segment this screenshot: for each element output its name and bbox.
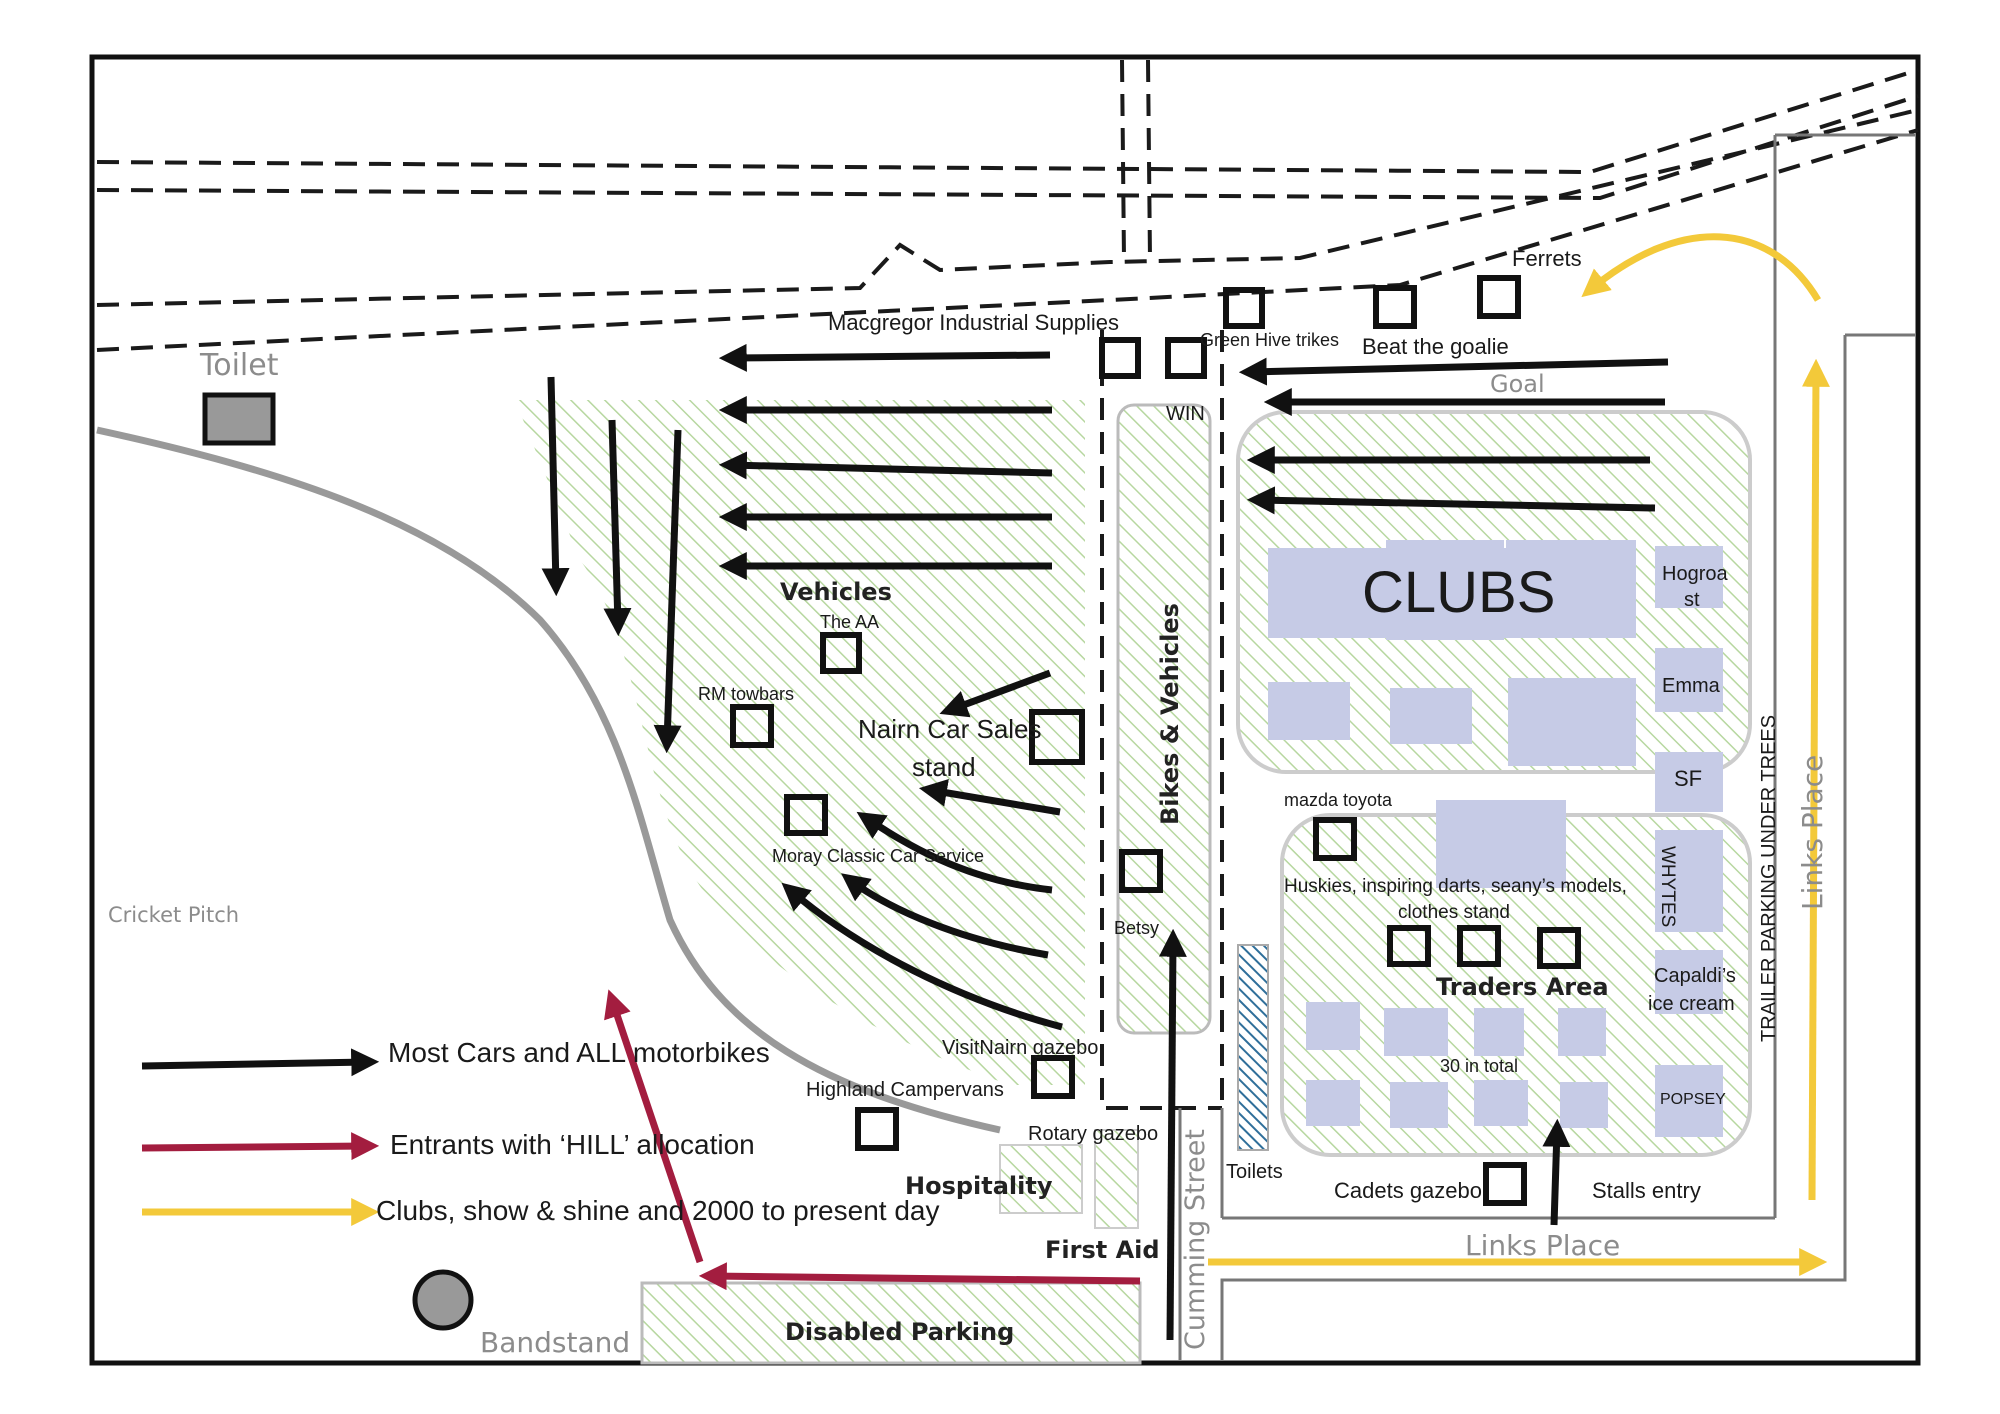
- hospitality-zone: [999, 1144, 1083, 1214]
- stand-sf: SF: [1674, 766, 1702, 791]
- stand-visitnairn: VisitNairn gazebo: [942, 1037, 1098, 1059]
- stand-hogroast: Hogroa: [1662, 563, 1728, 585]
- stand-macgregor: Macgregor Industrial Supplies: [828, 310, 1119, 335]
- stand-cadets: Cadets gazebo: [1334, 1178, 1482, 1203]
- vehicles-zone: [515, 400, 1085, 1085]
- links-place-label: Links Place: [1465, 1229, 1620, 1262]
- goal-label: Goal: [1490, 370, 1545, 398]
- stand-green-hive: Green Hive trikes: [1200, 330, 1339, 350]
- stand-capaldis-2: ice cream: [1648, 993, 1735, 1015]
- legend: Most Cars and ALL motorbikes Entrants wi…: [141, 1037, 939, 1226]
- traders-area-label: Traders Area: [1436, 973, 1609, 1001]
- legend-label-hill: Entrants with ‘HILL’ allocation: [390, 1129, 755, 1160]
- stand-beat-goalie: Beat the goalie: [1362, 334, 1509, 359]
- stand-ferrets: Ferrets: [1512, 246, 1582, 271]
- disabled-parking-label: Disabled Parking: [785, 1318, 1014, 1346]
- bikes-zone: [1116, 403, 1212, 1035]
- stand-huskies-2: clothes stand: [1398, 902, 1510, 923]
- stand-win: WIN: [1166, 403, 1205, 425]
- first-aid-label: First Aid: [1045, 1236, 1160, 1264]
- stand-emma: Emma: [1662, 675, 1721, 697]
- legend-label-cars: Most Cars and ALL motorbikes: [388, 1037, 770, 1068]
- toilet-icon: [202, 392, 276, 446]
- links-place-vertical-label: Links Place: [1796, 755, 1829, 910]
- first-aid-zone: [1094, 1129, 1139, 1229]
- stand-popsey: POPSEY: [1660, 1091, 1726, 1108]
- traders-count-label: 30 in total: [1440, 1056, 1518, 1076]
- stand-rm-towbars: RM towbars: [698, 684, 794, 704]
- vehicles-label: Vehicles: [780, 578, 892, 606]
- road-edges: [1178, 133, 1915, 1360]
- stand-huskies: Huskies, inspiring darts, seany’s models…: [1284, 876, 1627, 897]
- stand-nairn-car-sales-2: stand: [912, 752, 976, 782]
- bandstand-icon: [412, 1269, 474, 1331]
- car-arrows: [541, 343, 1669, 1341]
- club-arrows: [1208, 233, 1830, 1276]
- cumming-street-label: Cumming Street: [1180, 1129, 1211, 1350]
- stand-moray-classic: Moray Classic Car Service: [772, 846, 984, 866]
- cricket-pitch-boundary: [96, 426, 1001, 1134]
- stand-hogroast-2: st: [1684, 589, 1700, 611]
- stand-highland-campervans: Highland Campervans: [806, 1079, 1004, 1101]
- stand-rotary: Rotary gazebo: [1028, 1123, 1158, 1145]
- stand-capaldis: Capaldi’s: [1654, 965, 1736, 987]
- toilets-label: Toilets: [1226, 1161, 1283, 1183]
- toilet-label: Toilet: [199, 348, 279, 383]
- cricket-pitch-label: Cricket Pitch: [108, 903, 239, 927]
- stand-whytes: WHYTES: [1657, 846, 1678, 927]
- disabled-parking-zone: [640, 1281, 1142, 1365]
- club-stands: [1268, 540, 1723, 1137]
- stand-nairn-car-sales: Nairn Car Sales: [858, 714, 1042, 744]
- bikes-vehicles-label: Bikes & Vehicles: [1156, 603, 1184, 825]
- hospitality-label: Hospitality: [905, 1172, 1053, 1200]
- toilets-block: [1237, 944, 1269, 1151]
- stalls-entry-label: Stalls entry: [1592, 1178, 1701, 1203]
- stand-squares: [730, 275, 1581, 1206]
- stand-mazda-toyota: mazda toyota: [1284, 790, 1393, 810]
- stand-betsy: Betsy: [1114, 918, 1159, 938]
- bandstand-label: Bandstand: [480, 1326, 630, 1359]
- hill-arrows: [604, 989, 1141, 1291]
- legend-label-clubs: Clubs, show & shine and 2000 to present …: [376, 1195, 939, 1226]
- stand-the-aa: The AA: [820, 612, 879, 632]
- trailer-parking-label: TRAILER PARKING UNDER TREES: [1758, 715, 1780, 1042]
- clubs-label: CLUBS: [1362, 560, 1555, 625]
